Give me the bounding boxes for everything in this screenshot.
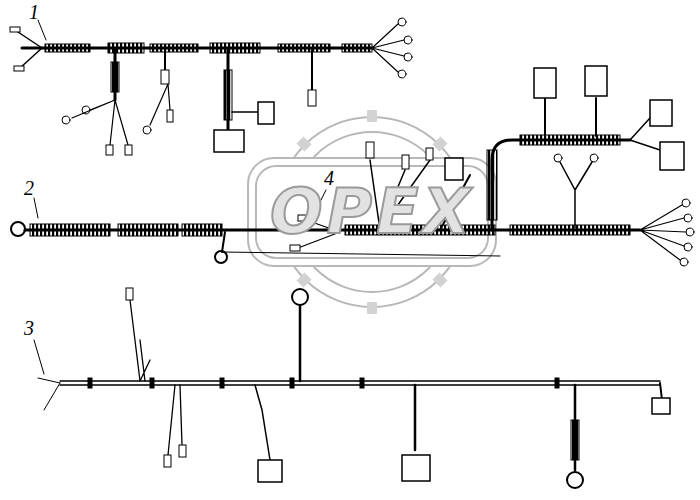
callout-number: 2 [24, 178, 34, 198]
callout-number: 3 [24, 318, 34, 338]
callout-number: 1 [29, 2, 39, 22]
watermark: OPEX [270, 181, 474, 243]
